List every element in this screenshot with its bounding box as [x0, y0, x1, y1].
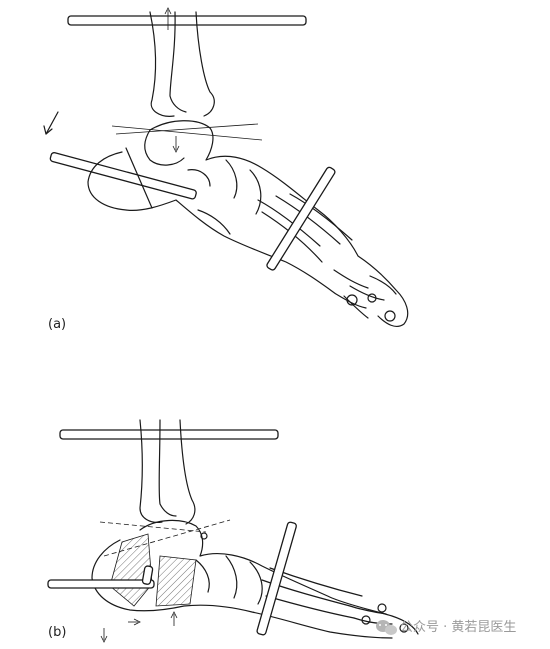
rotation-arrow-a	[43, 111, 59, 135]
forefoot-rod-b	[256, 521, 297, 636]
tibia-fibula-b	[139, 419, 196, 525]
forefoot-rod-a	[266, 166, 336, 271]
panel-label-a: (a)	[48, 317, 66, 332]
wechat-icon	[376, 620, 397, 635]
watermark: 公众号 · 黄若昆医生	[376, 619, 516, 635]
calcaneal-rod-b	[47, 565, 155, 589]
tibial-rod-a	[67, 15, 307, 26]
talar-pins-b	[99, 519, 231, 557]
calcaneal-rod-a	[49, 152, 197, 200]
panel-a: (a)	[43, 7, 409, 332]
foot-bones-a	[87, 120, 409, 328]
panel-b: (b)	[47, 419, 419, 643]
tibia-fibula-a	[149, 7, 215, 117]
watermark-text: 公众号 · 黄若昆医生	[400, 619, 516, 635]
panel-label-b: (b)	[48, 625, 66, 640]
talar-pins-a	[111, 123, 263, 141]
tibial-rod-b	[59, 429, 279, 440]
